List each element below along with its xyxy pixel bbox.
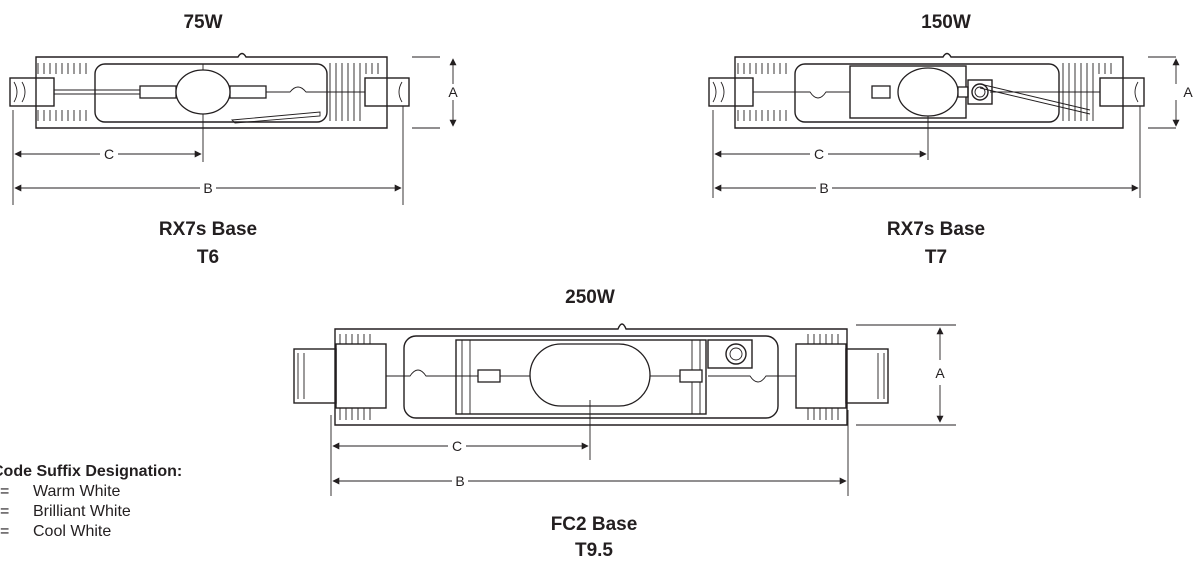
lamp-250w-dim-a: A [935, 365, 945, 381]
lamp-150w-wattage: 150W [921, 12, 971, 33]
lamp-75w-right-seal [229, 85, 267, 99]
lamp-150w-getter [967, 79, 993, 105]
legend-item: = Brilliant White [0, 502, 320, 522]
lamp-150w-dim-c: C [814, 146, 824, 162]
lamp-250w-base: FC2 Base [551, 514, 638, 535]
lamp-150w-dim-b: B [819, 180, 828, 196]
lamp-75w-inner-tube [94, 63, 328, 123]
lamp-75w-arc-tube [175, 69, 231, 115]
lamp-150w-base: RX7s Base [887, 219, 985, 240]
lamp-150w: 150W A C [708, 12, 1193, 268]
lamp-250w-left-cap [293, 334, 387, 420]
lamp-250w-getter [707, 339, 753, 369]
legend-label: Cool White [33, 523, 112, 540]
lamp-150w-inner-tube [794, 63, 1060, 123]
code-suffix-legend: Code Suffix Designation: = Warm White = Br… [0, 462, 320, 542]
lamp-75w-left-seal [139, 85, 177, 99]
lamp-250w-right-cap [795, 334, 889, 420]
legend-label: Brilliant White [33, 503, 131, 520]
lamp-75w-dim-a: A [448, 84, 458, 100]
lamp-75w-base: RX7s Base [159, 219, 257, 240]
lamp-75w-dim-c: C [104, 146, 114, 162]
lamp-250w-wattage: 250W [565, 287, 615, 308]
lamp-250w-inner-tube [403, 335, 779, 419]
legend-title: Code Suffix Designation: [0, 463, 183, 480]
legend-item: = Warm White [0, 482, 320, 502]
lamp-75w-left-cap [9, 63, 87, 121]
lamp-150w-dim-a: A [1183, 84, 1193, 100]
legend-symbol: = [0, 523, 10, 540]
lamp-250w-frame [455, 339, 707, 415]
lamp-250w-envelope [334, 323, 848, 426]
lamp-150w-bulb: T7 [925, 247, 947, 268]
lamp-250w-bulb: T9.5 [575, 540, 613, 561]
lamp-75w-envelope [35, 52, 388, 129]
legend-symbol: = [0, 483, 10, 500]
lamp-250w-dim-c: C [452, 438, 462, 454]
lamp-75w-dim-b: B [203, 180, 212, 196]
lamp-250w: 250W A [293, 287, 956, 561]
lamp-250w-arc-tube [529, 343, 651, 407]
legend-item: = Cool White [0, 522, 320, 542]
lamp-250w-dim-b: B [455, 473, 464, 489]
lamp-75w: 75W A [9, 12, 458, 268]
lamp-150w-envelope [734, 52, 1124, 129]
lamp-75w-wattage: 75W [183, 12, 222, 33]
lamp-75w-getter [231, 111, 321, 124]
lamp-150w-arc-tube [897, 67, 959, 117]
legend-symbol: = [0, 503, 10, 520]
lamp-75w-bulb: T6 [197, 247, 219, 268]
legend-label: Warm White [33, 483, 121, 500]
